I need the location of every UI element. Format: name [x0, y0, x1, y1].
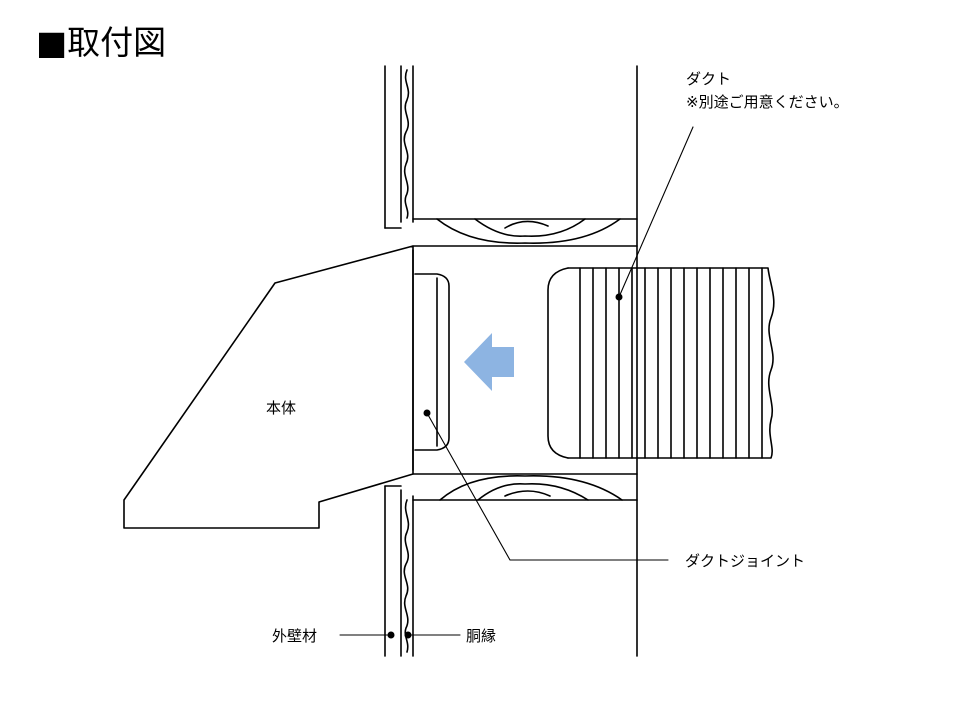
leader-duct-joint [426, 412, 669, 561]
duct [547, 267, 775, 459]
outer-wall-panel-top [384, 65, 402, 229]
leader-dot-furring [404, 631, 412, 639]
main-body-hood [123, 245, 414, 529]
wall-opening-bottom [412, 473, 638, 501]
label-duct-note: ※別途ご用意ください。 [686, 93, 849, 111]
arrow-left-icon [464, 333, 514, 391]
leader-dot-duct [615, 293, 623, 301]
label-duct: ダクト [686, 70, 731, 88]
page-title: ■取付図 [36, 23, 167, 62]
leader-dot-outer-wall [387, 631, 395, 639]
leader-duct [618, 126, 694, 298]
furring-strip-bottom [400, 489, 414, 657]
label-body: 本体 [266, 399, 296, 417]
leader-dot-duct-joint [423, 409, 431, 417]
label-furring: 胴縁 [466, 627, 496, 645]
furring-strip-top [400, 65, 414, 223]
label-outer-wall: 外壁材 [272, 627, 317, 645]
wall-opening-top [412, 218, 638, 247]
duct-joint [412, 249, 450, 471]
outer-wall-panel-bottom [384, 485, 402, 657]
label-duct-joint: ダクトジョイント [685, 552, 805, 570]
